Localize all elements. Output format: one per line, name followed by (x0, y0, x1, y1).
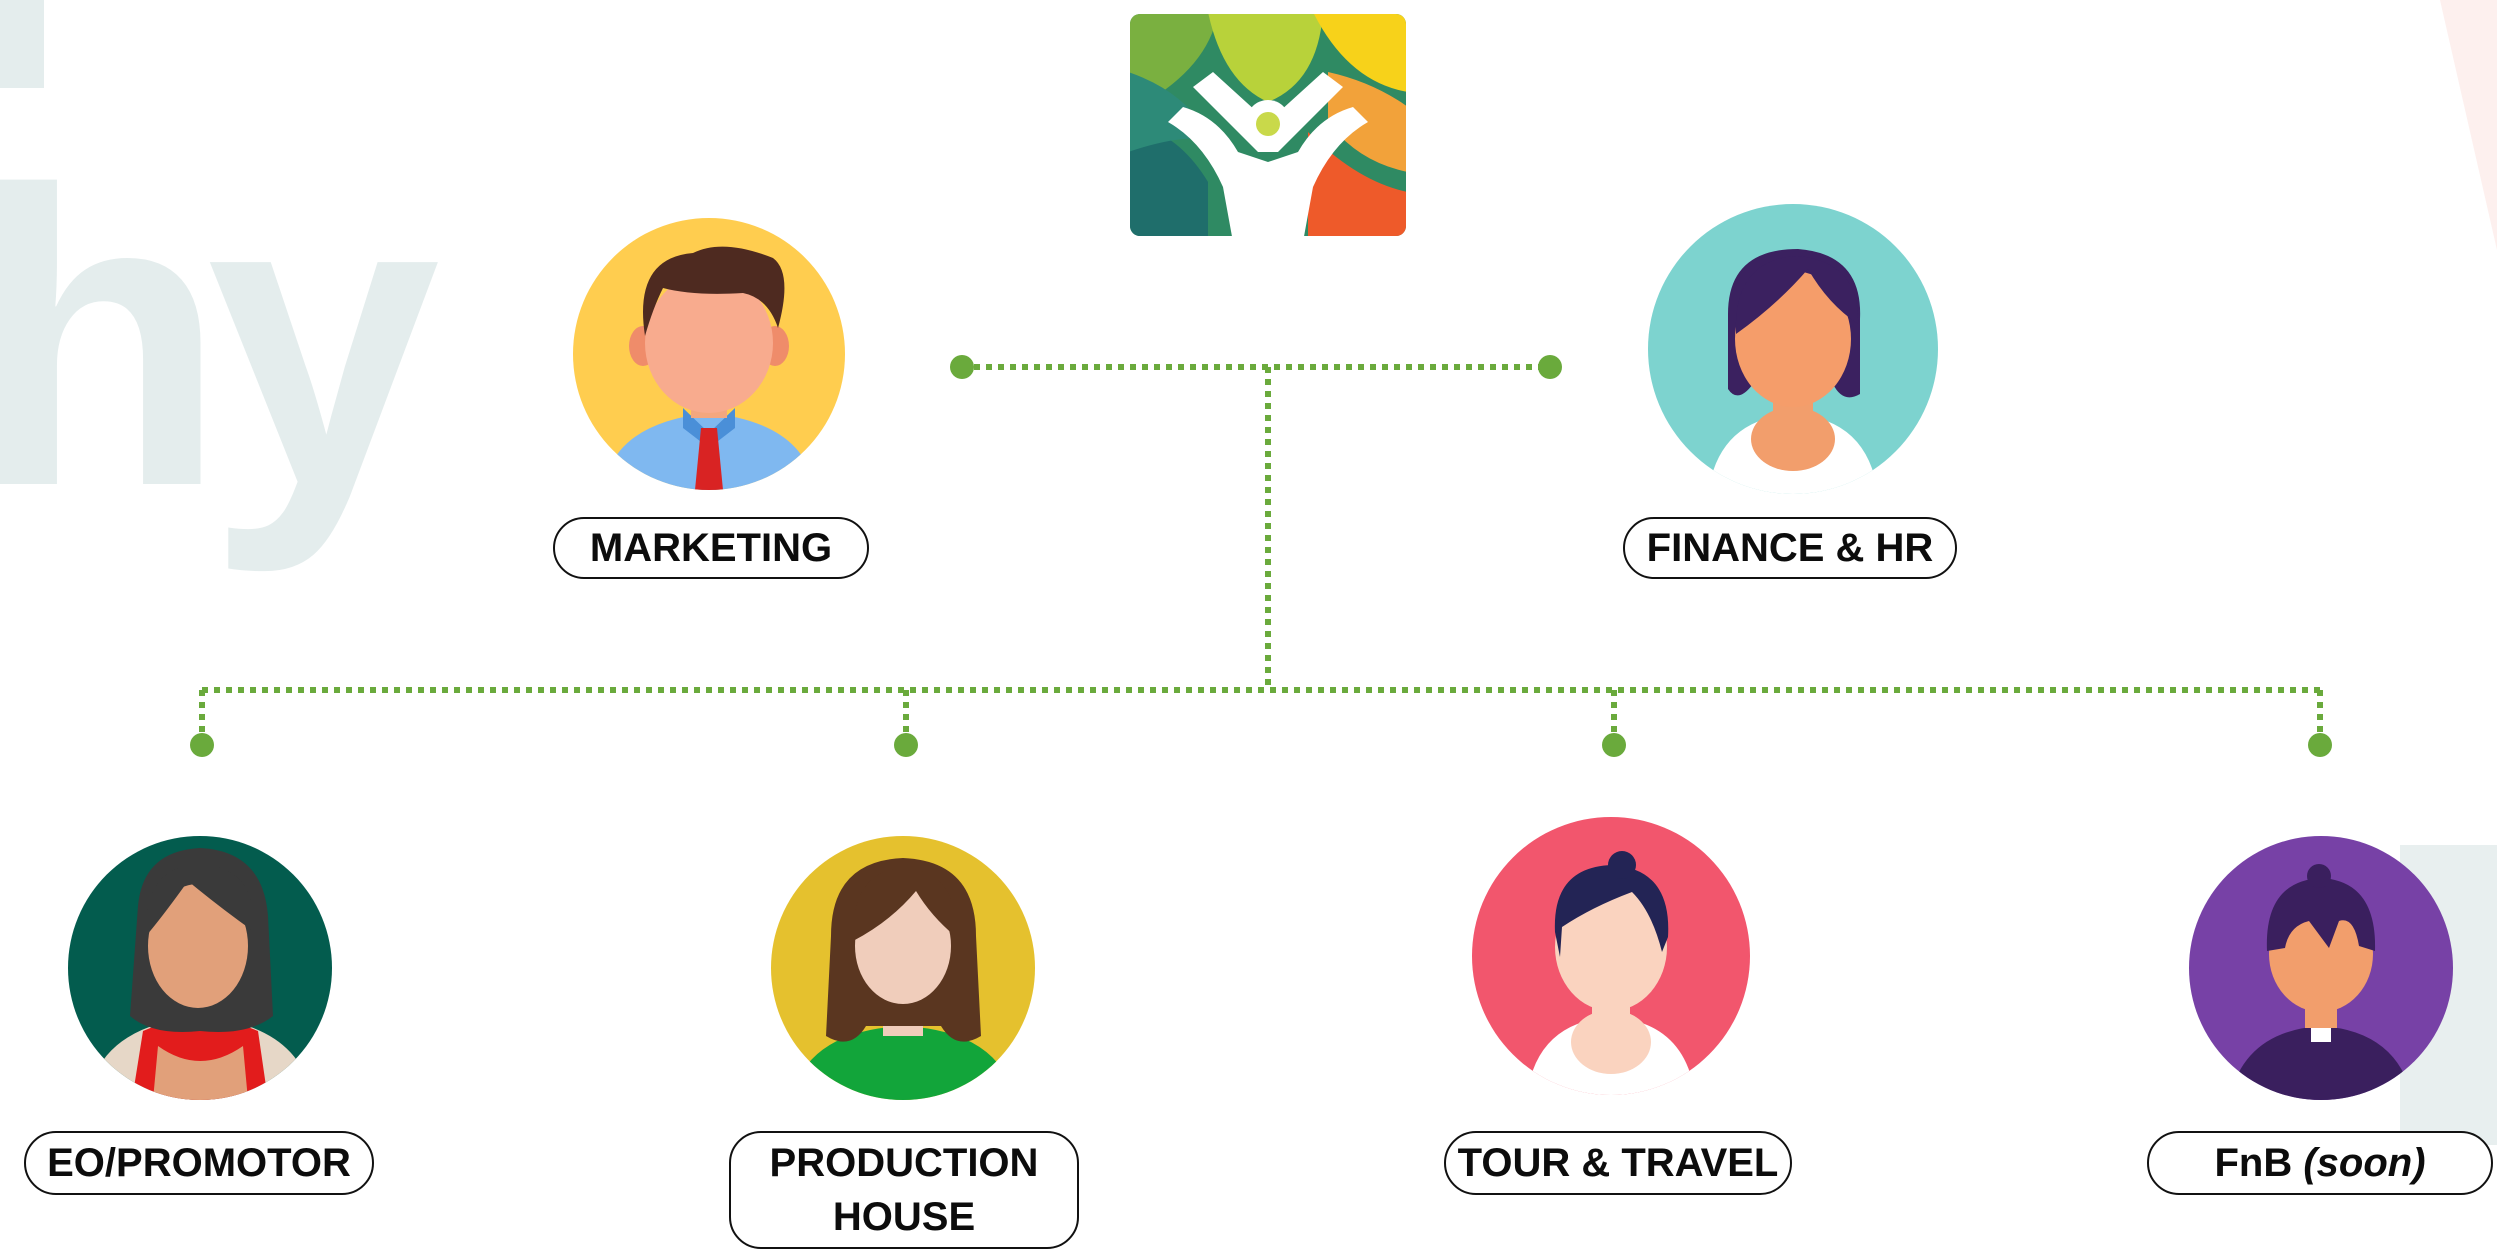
man-tie-avatar-icon (573, 218, 845, 490)
tour-label-text: TOUR & TRAVEL (1457, 1141, 1779, 1185)
connector-dot-fnb (2308, 733, 2332, 757)
fnb-label-text: FnB (2214, 1141, 2293, 1185)
connector-dot-finance (1538, 355, 1562, 379)
connector-dot-production (894, 733, 918, 757)
finance-label-text: FINANCE & HR (1646, 526, 1934, 570)
finance-label: FINANCE & HR (1623, 517, 1957, 579)
connector-dot-eo (190, 733, 214, 757)
production-label-line2: HOUSE (832, 1195, 976, 1239)
production-label-line1: PRODUCTION (769, 1141, 1039, 1185)
person-bangs-avatar-icon (2189, 836, 2453, 1100)
woman-long-hair-avatar-icon (68, 836, 332, 1100)
connector-dot-tour (1602, 733, 1626, 757)
marketing-label-text: MARKETING (589, 526, 833, 570)
marketing-label: MARKETING (553, 517, 869, 579)
woman-short-hair-avatar-icon (1648, 204, 1938, 494)
background-block (0, 0, 44, 88)
multicolor-person-logo-icon (1128, 12, 1408, 242)
woman-brown-hair-avatar-icon (771, 836, 1035, 1100)
production-label: PRODUCTION HOUSE (729, 1131, 1079, 1249)
fnb-label: FnB (soon) (2147, 1131, 2493, 1195)
eo-label: EO/PROMOTOR (24, 1131, 374, 1195)
woman-bob-hair-avatar-icon (1472, 817, 1750, 1095)
background-letters: hy (0, 105, 440, 574)
fnb-label-suffix: (soon) (2303, 1141, 2426, 1185)
background-corner-shape (2440, 0, 2497, 250)
connector-dot-marketing (950, 355, 974, 379)
tour-label: TOUR & TRAVEL (1444, 1131, 1792, 1195)
eo-label-text: EO/PROMOTOR (47, 1141, 351, 1185)
